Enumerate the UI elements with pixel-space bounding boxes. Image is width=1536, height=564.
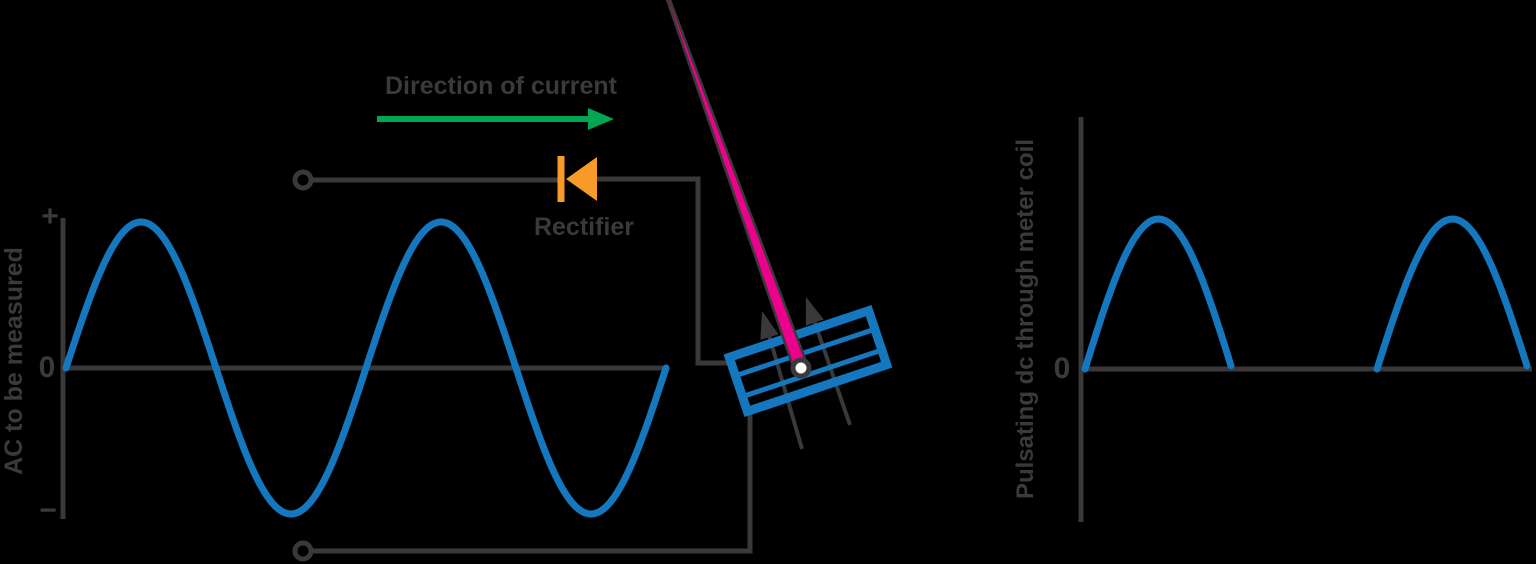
needle-pivot-icon	[790, 357, 812, 379]
field-arrow-right-shaft	[812, 321, 852, 426]
direction-arrow-icon	[377, 108, 614, 130]
ac-graph	[60, 218, 670, 519]
dc-tick-zero: 0	[1053, 352, 1071, 385]
ac-tick-zero: 0	[38, 351, 56, 384]
field-arrow-right-head	[805, 297, 824, 326]
bottom-terminal-icon	[292, 540, 314, 562]
ac-sine-wave	[62, 218, 670, 518]
ac-tick-minus: −	[39, 494, 57, 527]
coil-field-arrows	[760, 297, 852, 450]
dc-axis-label: Pulsating dc through meter coil	[1012, 138, 1039, 500]
meter-needle	[665, 0, 812, 379]
top-wire-to-coil	[597, 176, 732, 366]
field-arrow-left-head	[760, 311, 779, 340]
diode-icon	[557, 156, 597, 202]
direction-of-current-label: Direction of current	[385, 72, 617, 100]
coil-winding-bottom	[744, 348, 880, 398]
ac-axis-label: AC to be measured	[0, 247, 28, 475]
coil-frame	[723, 304, 893, 418]
diode-triangle	[566, 157, 597, 201]
bottom-wire-to-coil	[311, 414, 753, 554]
needle-pointer	[665, 0, 810, 377]
field-arrow-left-shaft	[767, 336, 804, 450]
rectifier-label: Rectifier	[533, 213, 635, 241]
circuit-wires	[292, 169, 753, 562]
diode-bar	[557, 156, 565, 202]
coil-winding-top	[737, 327, 873, 378]
dc-pulse-wave	[1081, 215, 1531, 373]
dc-graph	[1078, 117, 1532, 522]
meter-coil	[723, 304, 893, 418]
ac-tick-plus: +	[41, 200, 59, 233]
direction-arrow-head	[588, 108, 614, 130]
top-terminal-icon	[292, 169, 314, 191]
